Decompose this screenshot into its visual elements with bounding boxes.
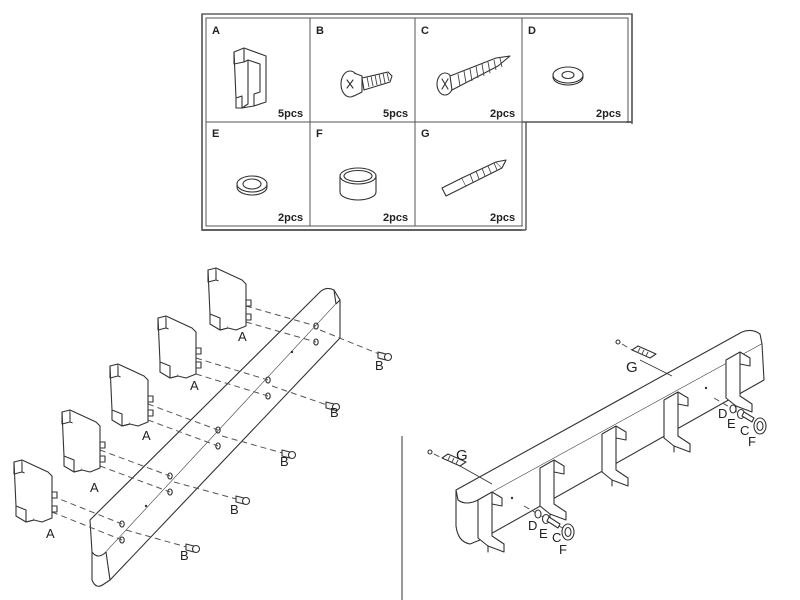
screw-label-b-2: B: [330, 405, 339, 420]
hook-label-a-2: A: [190, 378, 199, 393]
screw-b-1: [377, 351, 393, 362]
fixing-label-d-left: D: [528, 518, 537, 533]
hook-a-1: [207, 267, 252, 331]
machine-screw-icon: [340, 70, 393, 98]
part-letter-c: C: [421, 25, 429, 37]
part-qty-f: 2pcs: [383, 212, 408, 224]
right-assembly: G G D E C F D: [427, 329, 767, 557]
hook-a-5: [13, 459, 58, 523]
anchor-label-g-2: G: [456, 447, 468, 464]
screw-b-5: [185, 543, 201, 554]
part-cell-e: E 2pcs: [212, 128, 303, 224]
fixing-label-c-right: C: [740, 423, 749, 438]
rail-bar: [89, 287, 341, 587]
part-cell-d: D 2pcs: [528, 25, 621, 120]
screw-label-b-4: B: [230, 502, 239, 517]
washer-icon: [552, 66, 584, 86]
screw-b-3: [281, 449, 297, 460]
part-cell-c: C 2pcs: [421, 25, 515, 120]
left-assembly: A A A A A B B B B B: [13, 267, 393, 587]
parts-table: A 5pcs B 5pcs C: [201, 13, 635, 234]
screw-b-2: [325, 401, 341, 412]
part-qty-a: 5pcs: [278, 108, 303, 120]
screw-label-b-3: B: [280, 454, 289, 469]
spacer-ring-icon: [339, 167, 377, 201]
hook-label-a-3: A: [142, 428, 151, 443]
wood-screw-icon: [436, 55, 511, 96]
fixing-label-f-right: F: [748, 434, 756, 449]
part-cell-g: G 2pcs: [421, 128, 515, 224]
mounted-hook-3: [601, 425, 629, 487]
mounted-hook-4: [663, 391, 691, 453]
mounted-hook-1: [477, 491, 505, 553]
wall-anchor-g-1: [615, 339, 673, 377]
anchor-label-g-1: G: [626, 359, 638, 376]
part-letter-d: D: [528, 25, 536, 37]
wall-anchor-g-2: [427, 449, 467, 467]
hook-a-4: [61, 409, 106, 473]
hook-a-3: [109, 363, 154, 427]
part-qty-g: 2pcs: [490, 212, 515, 224]
anchor-leader-g-2: [459, 465, 493, 485]
hook-label-a-1: A: [238, 329, 247, 344]
fixing-label-e-right: E: [727, 416, 736, 431]
washer-small-icon: [236, 175, 268, 196]
part-letter-e: E: [212, 128, 219, 140]
part-qty-e: 2pcs: [278, 212, 303, 224]
alignment-lines: [51, 305, 385, 549]
part-cell-b: B 5pcs: [316, 25, 408, 120]
part-letter-g: G: [421, 128, 430, 140]
fixing-label-f-left: F: [559, 542, 567, 557]
part-letter-f: F: [316, 128, 323, 140]
wall-anchor-icon: [441, 159, 507, 197]
hook-a-2: [157, 315, 202, 379]
fixing-stack-right: [713, 397, 767, 435]
fixing-label-c-left: C: [552, 530, 561, 545]
screw-label-b-5: B: [180, 548, 189, 563]
screw-label-b-1: B: [375, 358, 384, 373]
fixing-label-d-right: D: [718, 406, 727, 421]
part-qty-d: 2pcs: [596, 108, 621, 120]
part-cell-f: F 2pcs: [316, 128, 408, 224]
screw-b-4: [235, 495, 251, 506]
fixing-stack-left: [523, 505, 575, 541]
hook-label-a-5: A: [46, 526, 55, 541]
hook-icon: [233, 47, 267, 109]
part-qty-b: 5pcs: [383, 108, 408, 120]
part-cell-a: A 5pcs: [212, 25, 303, 120]
part-letter-b: B: [316, 25, 324, 37]
part-letter-a: A: [212, 25, 220, 37]
fixing-label-e-left: E: [539, 526, 548, 541]
hook-label-a-4: A: [90, 480, 99, 495]
part-qty-c: 2pcs: [490, 108, 515, 120]
